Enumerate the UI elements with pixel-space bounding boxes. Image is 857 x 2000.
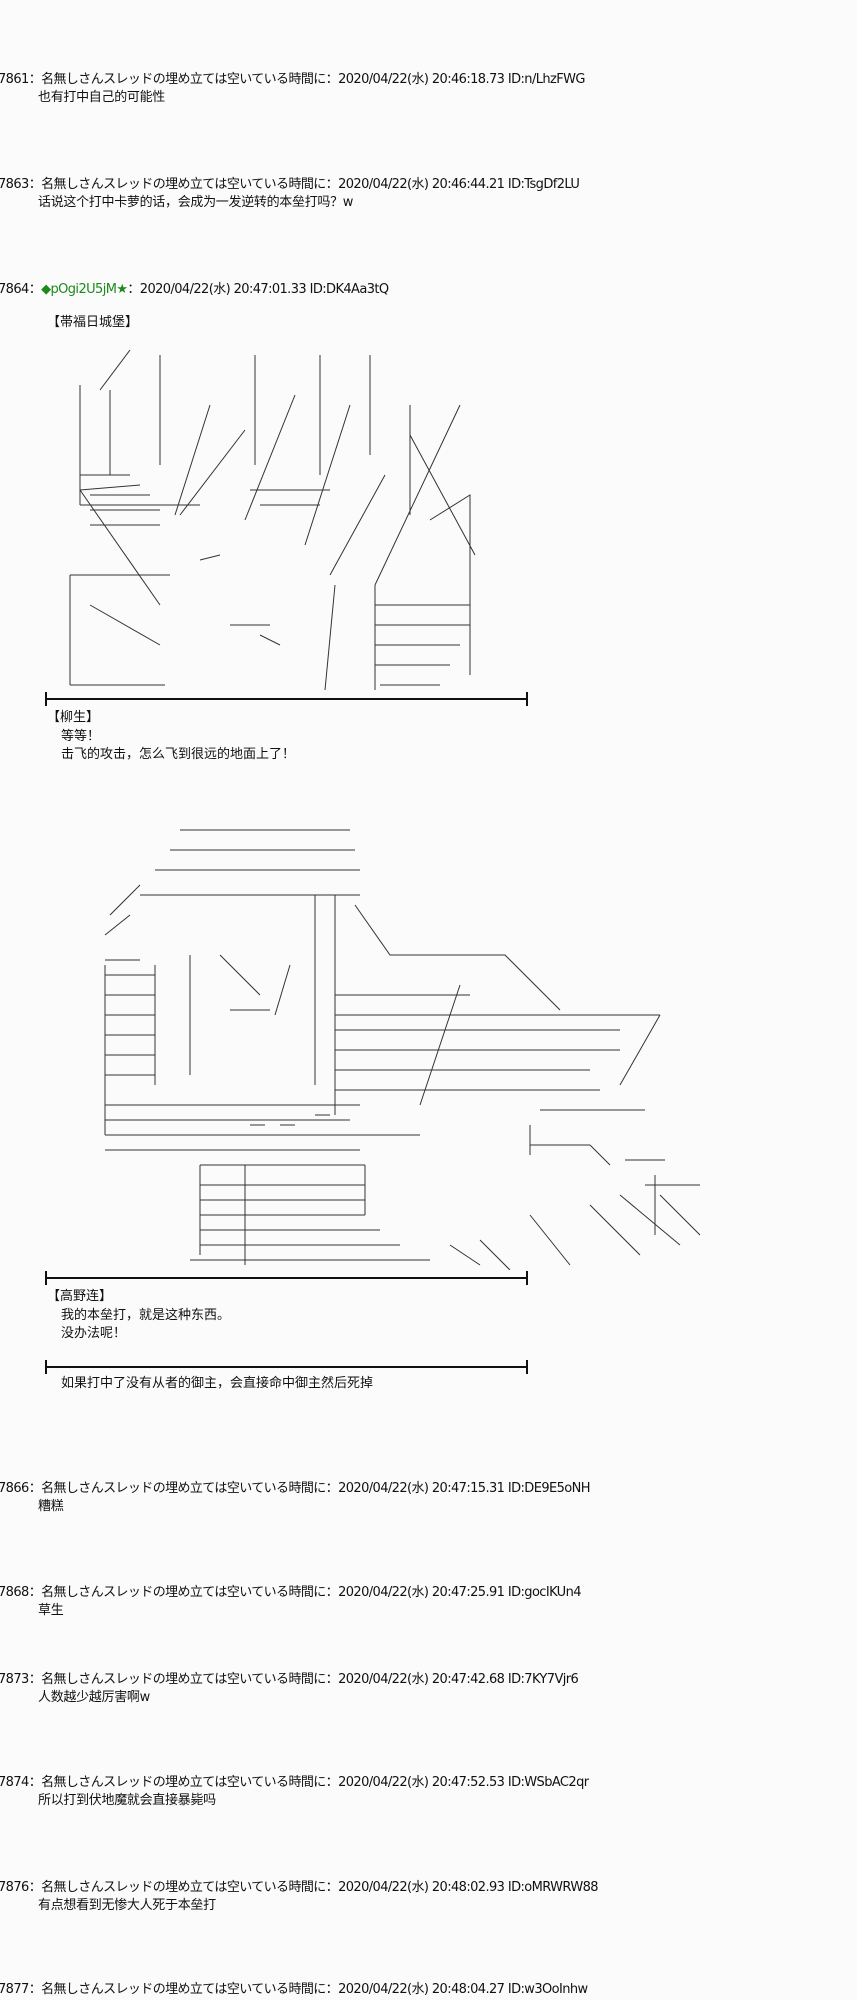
post-body-7866: 糟糕	[38, 1499, 64, 1514]
dialogue-line: 没办法呢！	[61, 1326, 127, 1341]
narration-line: 如果打中了没有从者的御主，会直接命中御主然后死掉	[61, 1376, 374, 1391]
post-body-7873: 人数越少越厉害啊w	[38, 1690, 150, 1705]
scene-title: 【帯福日城堡】	[47, 315, 139, 330]
post-header-7874: 7874：名無しさんスレッドの埋め立ては空いている時間に：2020/04/22(…	[0, 1775, 589, 1790]
post-header-7868: 7868：名無しさんスレッドの埋め立ては空いている時間に：2020/04/22(…	[0, 1585, 581, 1600]
post-body-7863: 话说这个打中卡萝的话，会成为一发逆转的本垒打吗？w	[38, 195, 354, 210]
post-header-7861: 7861：名無しさんスレッドの埋め立ては空いている時間に：2020/04/22(…	[0, 72, 585, 87]
post-body-7861: 也有打中自己的可能性	[38, 90, 166, 105]
dialogue-line: 击飞的攻击，怎么飞到很远的地面上了！	[61, 747, 296, 762]
post-header-7877: 7877：名無しさんスレッドの埋め立ては空いている時間に：2020/04/22(…	[0, 1982, 588, 1997]
speaker-label: 【高野连】	[47, 1289, 113, 1304]
divider-rule	[45, 1271, 528, 1285]
post-header-7866: 7866：名無しさんスレッドの埋め立ては空いている時間に：2020/04/22(…	[0, 1481, 591, 1496]
post-body-7876: 有点想看到无惨大人死于本垒打	[38, 1898, 216, 1913]
trip-code: ◆pOgi2U5jM★	[41, 282, 128, 297]
divider-rule	[45, 692, 528, 706]
divider-rule	[45, 1360, 528, 1374]
post-header-7864: 7864：◆pOgi2U5jM★：2020/04/22(水) 20:47:01.…	[0, 282, 389, 297]
ascii-art-castle	[69, 349, 476, 690]
dialogue-line: 我的本垒打，就是这种东西。	[61, 1308, 231, 1323]
post-header-7873: 7873：名無しさんスレッドの埋め立ては空いている時間に：2020/04/22(…	[0, 1672, 579, 1687]
post-header-7876: 7876：名無しさんスレッドの埋め立ては空いている時間に：2020/04/22(…	[0, 1880, 599, 1895]
ascii-art-batter	[104, 829, 701, 1270]
post-body-7874: 所以打到伏地魔就会直接暴毙吗	[38, 1793, 216, 1808]
speaker-label: 【柳生】	[47, 710, 100, 725]
dialogue-line: 等等！	[61, 729, 101, 744]
post-header-7863: 7863：名無しさんスレッドの埋め立ては空いている時間に：2020/04/22(…	[0, 177, 580, 192]
post-body-7868: 草生	[38, 1603, 64, 1618]
